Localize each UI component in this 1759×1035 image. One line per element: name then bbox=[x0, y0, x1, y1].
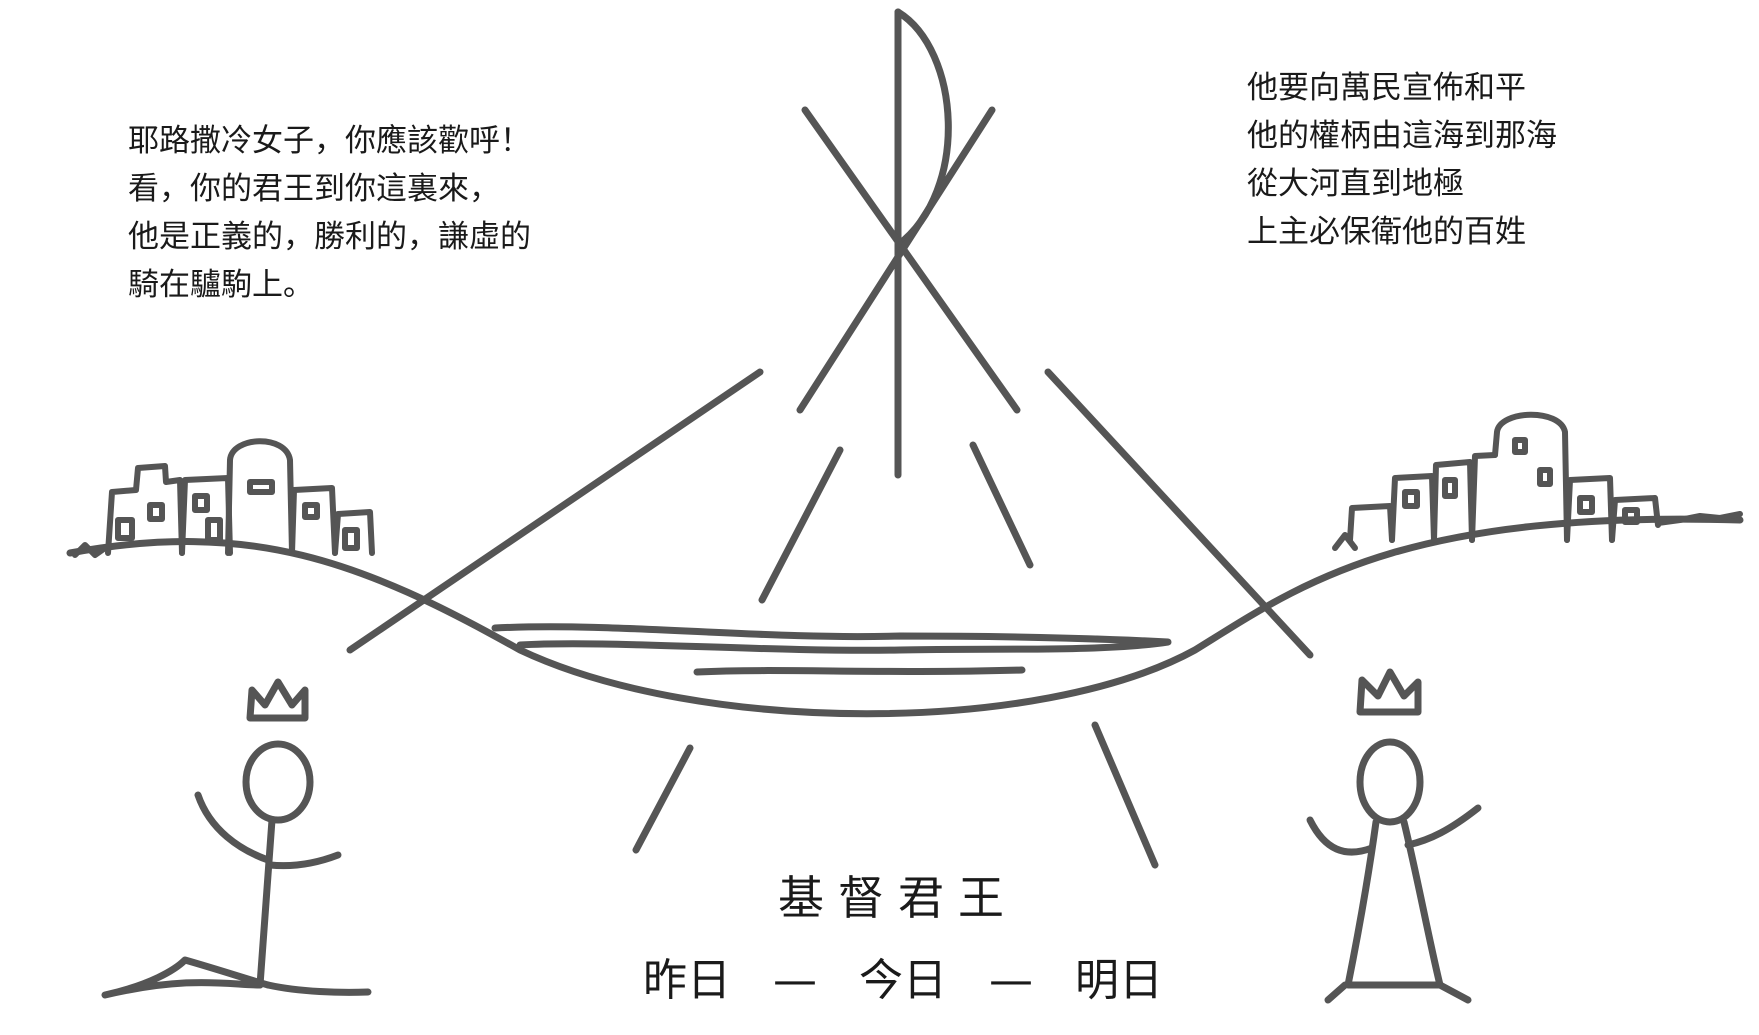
dash-separator: — bbox=[773, 955, 817, 1006]
verse-line: 他要向萬民宣佈和平 bbox=[1247, 70, 1526, 106]
verse-left: 耶路撒冷女子，你應該歡呼！ 看，你的君王到你這裏來， 他是正義的，勝利的，謙虛的… bbox=[128, 117, 531, 309]
right-city bbox=[1332, 411, 1743, 551]
left-city bbox=[72, 438, 375, 558]
verse-right: 他要向萬民宣佈和平 他的權柄由這海到那海 從大河直到地極 上主必保衛他的百姓 bbox=[1247, 64, 1557, 256]
dash-separator: — bbox=[989, 955, 1033, 1006]
verse-line: 他是正義的，勝利的，謙虛的 bbox=[128, 219, 531, 255]
right-crown-icon bbox=[1356, 668, 1422, 716]
verse-line: 從大河直到地極 bbox=[1247, 166, 1464, 202]
verse-line: 耶路撒冷女子，你應該歡呼！ bbox=[128, 123, 531, 159]
time-line: 昨日 — 今日 — 明日 bbox=[643, 944, 1163, 1008]
main-title: 基督君王 bbox=[778, 871, 1018, 925]
left-king-figure bbox=[101, 740, 372, 999]
chi-rho-symbol bbox=[796, 8, 1021, 479]
verse-line: 他的權柄由這海到那海 bbox=[1247, 118, 1557, 154]
verse-line: 上主必保衛他的百姓 bbox=[1247, 214, 1526, 250]
left-crown-icon bbox=[246, 678, 309, 722]
right-king-figure bbox=[1306, 738, 1482, 1004]
sea-waves bbox=[491, 623, 1172, 676]
light-rays bbox=[346, 368, 1314, 869]
yesterday-label: 昨日 bbox=[643, 955, 731, 1006]
tomorrow-label: 明日 bbox=[1075, 955, 1163, 1006]
today-label: 今日 bbox=[859, 955, 947, 1006]
valley-curve bbox=[66, 515, 1744, 718]
verse-line: 看，你的君王到你這裏來， bbox=[128, 171, 500, 207]
verse-line: 騎在驢駒上。 bbox=[128, 267, 314, 303]
